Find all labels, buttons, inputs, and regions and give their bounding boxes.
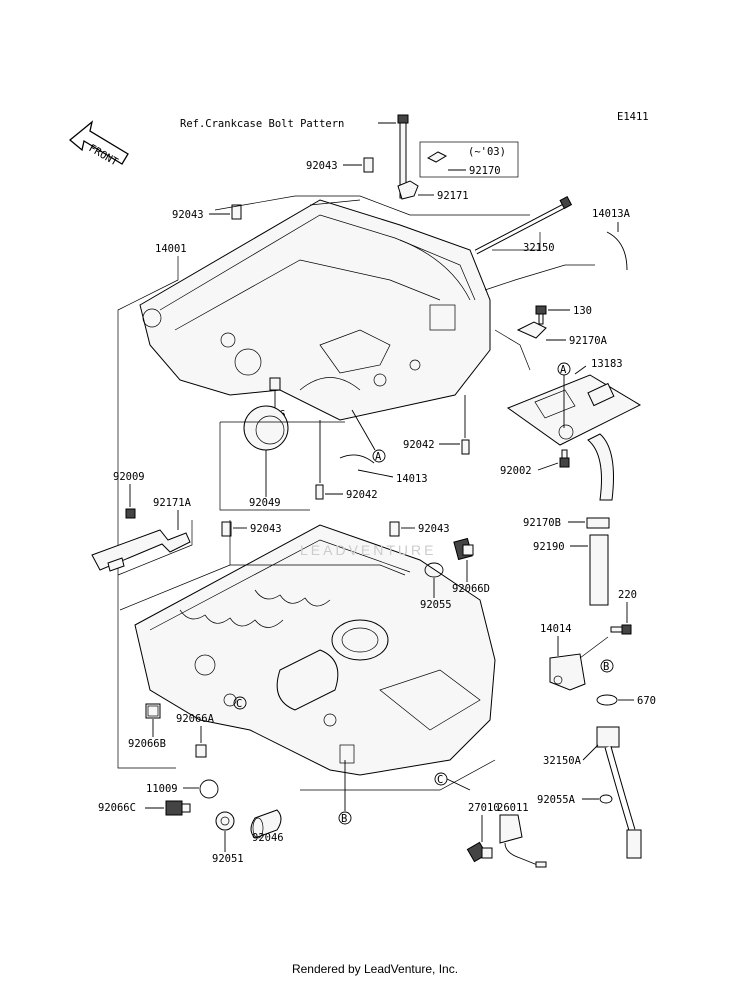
dowel-92043-top bbox=[363, 157, 374, 173]
dowel-92042-left bbox=[315, 484, 324, 500]
label-32150: 32150 bbox=[523, 242, 555, 254]
callout-a-left bbox=[372, 449, 386, 463]
year-note-box bbox=[419, 141, 519, 178]
label-92170: 92170 bbox=[469, 165, 501, 177]
upper-crankcase bbox=[139, 199, 491, 421]
clamp-92170 bbox=[426, 151, 448, 163]
label-130: 130 bbox=[573, 305, 592, 317]
seal-14013 bbox=[339, 454, 375, 464]
callout-b-left bbox=[338, 811, 352, 825]
front-arrow-icon: FRONT bbox=[68, 120, 129, 169]
dowel-92043-left bbox=[231, 204, 242, 220]
label-92066C: 92066C bbox=[98, 802, 136, 814]
label-92043-left: 92043 bbox=[172, 209, 204, 221]
diagram-code: E1411 bbox=[617, 111, 649, 123]
watermark: LEADVENTURE bbox=[300, 542, 436, 558]
dowel-92042-right bbox=[461, 439, 470, 455]
label-92170B: 92170B bbox=[523, 517, 561, 529]
label-92066A: 92066A bbox=[176, 713, 215, 725]
callout-c-right-text: C bbox=[437, 774, 443, 786]
label-92042-right: 92042 bbox=[403, 439, 435, 451]
label-92042-left: 92042 bbox=[346, 489, 378, 501]
label-92171: 92171 bbox=[437, 190, 469, 202]
callout-b-left-text: B bbox=[341, 813, 347, 825]
label-92170A: 92170A bbox=[569, 335, 608, 347]
footer-credit: Rendered by LeadVenture, Inc. bbox=[291, 962, 459, 976]
label-92043-top: 92043 bbox=[306, 160, 338, 172]
label-92051: 92051 bbox=[212, 853, 244, 865]
switch-27010 bbox=[466, 841, 493, 863]
label-92043-lower-left: 92043 bbox=[250, 523, 282, 535]
plug-92066B bbox=[145, 703, 161, 719]
dowel-92043-lower-left bbox=[221, 521, 232, 537]
label-92171A: 92171A bbox=[153, 497, 192, 509]
lower-crankcase bbox=[134, 524, 496, 776]
label-14013A: 14013A bbox=[592, 208, 631, 220]
callout-c-left bbox=[233, 696, 247, 710]
label-92190: 92190 bbox=[533, 541, 565, 553]
baffle-plate-13183 bbox=[506, 374, 642, 501]
bolt-130 bbox=[535, 305, 547, 325]
seal-14013A bbox=[606, 231, 628, 271]
callout-a-right-text: A bbox=[560, 364, 567, 376]
plug-92066C bbox=[165, 800, 191, 816]
pipe-32150A bbox=[596, 726, 642, 859]
gasket-11009 bbox=[199, 779, 219, 799]
bolt-92009 bbox=[125, 508, 136, 519]
label-13183: 13183 bbox=[591, 358, 623, 370]
bolt-92002 bbox=[559, 449, 570, 468]
clamp-92170B bbox=[586, 517, 610, 529]
label-92046: 92046 bbox=[252, 832, 284, 844]
label-220: 220 bbox=[618, 589, 637, 601]
ref-note: Ref.Crankcase Bolt Pattern bbox=[180, 118, 344, 130]
plug-92066 bbox=[269, 377, 281, 391]
oil-seal-92049 bbox=[243, 405, 289, 451]
callout-b-right bbox=[600, 659, 614, 673]
label-14013: 14013 bbox=[396, 473, 428, 485]
oring-670 bbox=[596, 694, 618, 706]
label-92009: 92009 bbox=[113, 471, 145, 483]
year-note: (~'03) bbox=[468, 146, 506, 158]
label-92066D: 92066D bbox=[452, 583, 490, 595]
washer-92051 bbox=[215, 811, 235, 831]
bearing-92046 bbox=[250, 809, 282, 839]
hose-92190 bbox=[589, 534, 609, 606]
lead-26011 bbox=[499, 814, 547, 868]
bolt-220 bbox=[610, 624, 632, 635]
oring-92055A bbox=[599, 794, 613, 804]
oring-92055 bbox=[424, 562, 444, 578]
label-670: 670 bbox=[637, 695, 656, 707]
label-27010: 27010 bbox=[468, 802, 500, 814]
shaft-32150 bbox=[474, 196, 573, 255]
dowel-92043-lower-right bbox=[389, 521, 400, 537]
label-92049: 92049 bbox=[249, 497, 281, 509]
plug-92066A bbox=[195, 744, 207, 758]
label-92055A: 92055A bbox=[537, 794, 576, 806]
clamp-92170A bbox=[516, 321, 547, 339]
label-92066B: 92066B bbox=[128, 738, 166, 750]
callout-c-left-text: C bbox=[236, 698, 242, 710]
callout-b-right-text: B bbox=[603, 661, 609, 673]
bracket-92171A bbox=[91, 529, 191, 572]
label-14014: 14014 bbox=[540, 623, 572, 635]
label-26011: 26011 bbox=[497, 802, 529, 814]
clamp-92171 bbox=[397, 180, 419, 200]
label-32150A: 32150A bbox=[543, 755, 582, 767]
plug-92066D bbox=[453, 537, 474, 561]
label-14001: 14001 bbox=[155, 243, 187, 255]
label-92002: 92002 bbox=[500, 465, 532, 477]
label-92043-lower-right: 92043 bbox=[418, 523, 450, 535]
label-11009: 11009 bbox=[146, 783, 178, 795]
callout-a-left-text: A bbox=[375, 451, 382, 463]
cover-14014 bbox=[549, 653, 586, 691]
label-92055: 92055 bbox=[420, 599, 452, 611]
